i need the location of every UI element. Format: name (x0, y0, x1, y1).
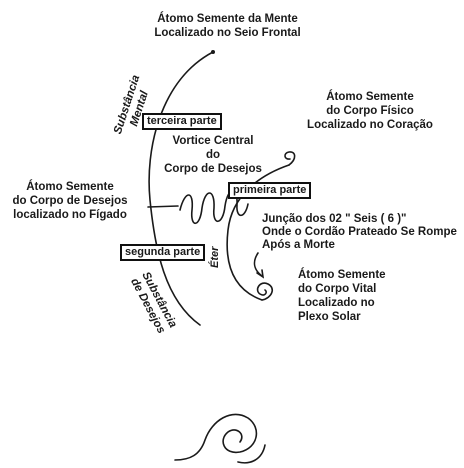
desire-coil (179, 190, 249, 225)
ether-label: Éter (209, 246, 221, 268)
mental-arc (148, 51, 214, 326)
physical-atom-label: Átomo Semente do Corpo Físico Localizado… (307, 91, 433, 131)
mind-atom-label: Átomo Semente da Mente Localizado no Sei… (154, 13, 301, 39)
desire-atom-label: Átomo Semente do Corpo de Desejos locali… (12, 181, 128, 221)
liver-pointer (147, 205, 179, 208)
mind-atom-dot (211, 50, 215, 54)
first-part-box: primeira parte (228, 182, 312, 199)
junction-pointer (253, 252, 263, 277)
central-vortex-label: Vortice Central do Corpo de Desejos (164, 135, 262, 175)
bottom-spiral-tail (237, 444, 266, 464)
junction-arrowhead (256, 269, 265, 279)
bottom-spiral (174, 413, 258, 461)
heart-spiral (284, 151, 296, 166)
second-part-box: segunda parte (120, 244, 206, 261)
third-part-box: terceira parte (142, 113, 222, 130)
junction-label: Junção dos 02 " Seis ( 6 )" Onde o Cordã… (262, 213, 457, 251)
physical-arc (226, 164, 290, 301)
vital-atom-label: Átomo Semente do Corpo Vital Localizado … (298, 269, 386, 323)
vital-spiral (256, 282, 274, 301)
